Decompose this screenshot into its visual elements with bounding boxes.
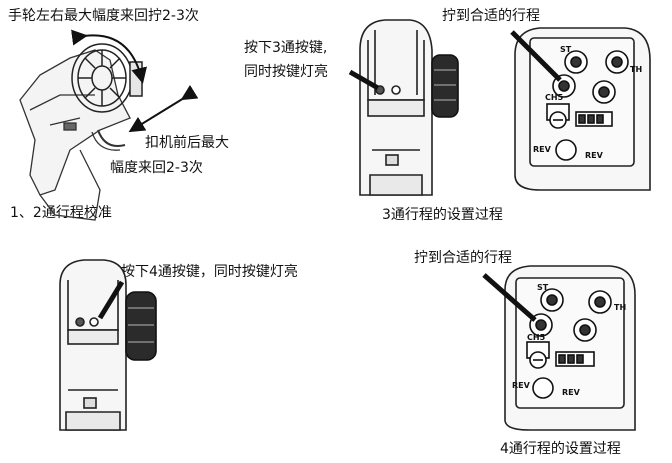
transmitter-side-view: [19, 49, 131, 221]
ch3-dial-pointer: [510, 30, 562, 82]
ch4-adjust-text: 拧到合适的行程: [414, 250, 512, 266]
trim-dials-ch3: [546, 50, 629, 161]
ch5-label-2: CH5: [527, 333, 546, 342]
rev-label-4: REV: [562, 388, 581, 397]
ch3-press-line1: 按下3通按键,: [244, 40, 328, 56]
transmitter-top-view-ch4: [59, 259, 127, 431]
st-label: ST: [560, 45, 572, 54]
trigger-motion-arrow: [128, 84, 199, 133]
trigger-instruction-line1: 扣机前后最大: [145, 135, 229, 151]
wheel-rotation-arrow: [71, 29, 147, 84]
ch3-button-pointer: [348, 69, 380, 91]
trim-dials-ch4: [526, 288, 612, 399]
wheel-instruction-text: 手轮左右最大幅度来回拧2-3次: [8, 8, 199, 24]
ch4-button-pointer: [97, 280, 125, 320]
rev-label-2: REV: [585, 151, 604, 160]
rev-label-3: REV: [512, 381, 531, 390]
step3-caption: 3通行程的设置过程: [382, 207, 503, 223]
st-label-2: ST: [537, 283, 549, 292]
ch4-dial-pointer: [482, 273, 537, 322]
control-panel-ch4: [504, 265, 636, 431]
th-label: TH: [630, 65, 642, 74]
rev-label-1: REV: [533, 145, 552, 154]
ch5-label: CH5: [545, 93, 564, 102]
step4-caption: 4通行程的设置过程: [500, 441, 621, 457]
side-knob-ch4: [125, 291, 157, 361]
ch3-press-line2: 同时按键灯亮: [244, 64, 328, 80]
transmitter-top-view-ch3: [359, 19, 433, 196]
step1-caption: 1、2通行程校准: [10, 205, 112, 221]
ch3-adjust-text: 拧到合适的行程: [442, 8, 540, 24]
side-knob-ch3: [431, 54, 459, 118]
ch4-press-text: 按下4通按键，同时按键灯亮: [121, 264, 298, 280]
trigger-instruction-line2: 幅度来回2-3次: [110, 160, 203, 176]
th-label-2: TH: [614, 303, 626, 312]
